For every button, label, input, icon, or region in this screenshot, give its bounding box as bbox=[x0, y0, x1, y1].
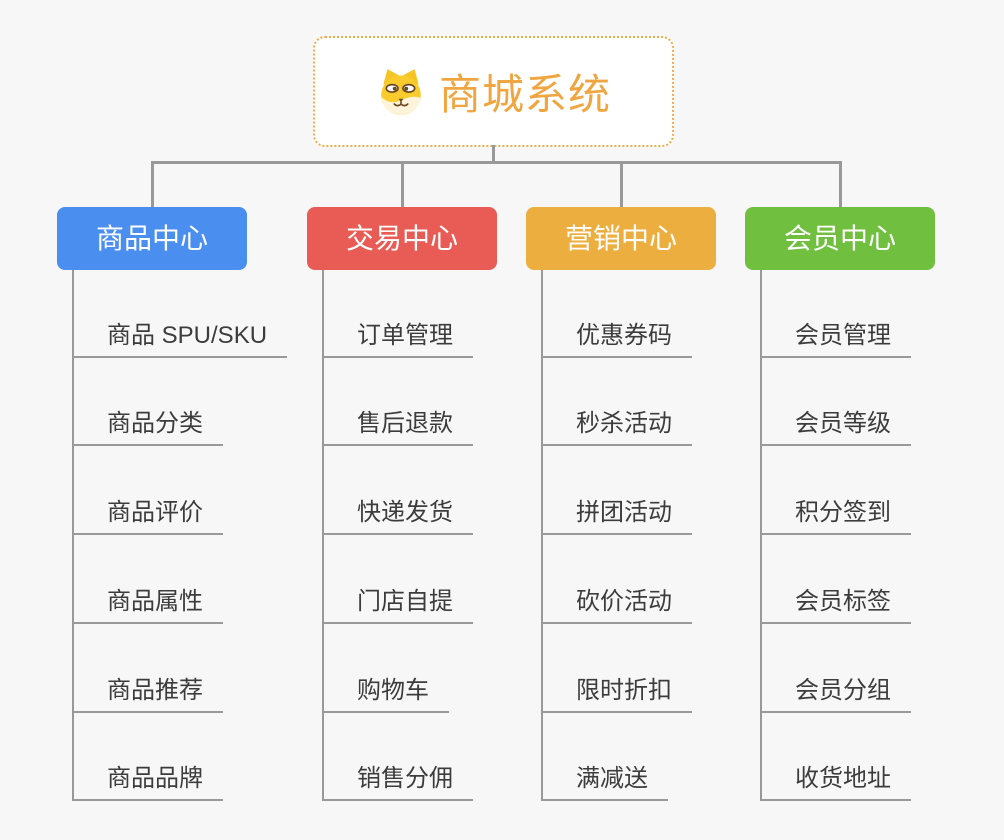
trunk-line-member bbox=[760, 270, 762, 801]
child-node[interactable]: 会员等级 bbox=[761, 411, 911, 446]
dog-face-icon bbox=[381, 68, 421, 115]
child-node[interactable]: 门店自提 bbox=[323, 589, 473, 624]
child-node[interactable]: 商品推荐 bbox=[73, 678, 223, 713]
trunk-line-marketing bbox=[541, 270, 543, 801]
child-node[interactable]: 拼团活动 bbox=[542, 500, 692, 535]
child-node[interactable]: 优惠券码 bbox=[542, 323, 692, 358]
connector-stub-marketing bbox=[620, 161, 623, 208]
child-node[interactable]: 会员管理 bbox=[761, 323, 911, 358]
child-node[interactable]: 商品品牌 bbox=[73, 766, 223, 801]
root-node[interactable]: 商城系统 bbox=[313, 36, 674, 147]
child-node[interactable]: 购物车 bbox=[323, 678, 449, 713]
trunk-line-product bbox=[72, 270, 74, 801]
child-node[interactable]: 会员分组 bbox=[761, 678, 911, 713]
child-node[interactable]: 订单管理 bbox=[323, 323, 473, 358]
branch-node-product[interactable]: 商品中心 bbox=[57, 207, 247, 270]
trunk-line-trade bbox=[322, 270, 324, 801]
root-title: 商城系统 bbox=[438, 71, 611, 118]
child-node[interactable]: 快递发货 bbox=[323, 500, 473, 535]
child-node[interactable]: 商品评价 bbox=[73, 500, 223, 535]
branch-node-member[interactable]: 会员中心 bbox=[745, 207, 935, 270]
child-node[interactable]: 积分签到 bbox=[761, 500, 911, 535]
connector-root-stem bbox=[492, 145, 495, 164]
child-node[interactable]: 会员标签 bbox=[761, 589, 911, 624]
branch-node-trade[interactable]: 交易中心 bbox=[307, 207, 497, 270]
child-node[interactable]: 商品属性 bbox=[73, 589, 223, 624]
child-node[interactable]: 售后退款 bbox=[323, 411, 473, 446]
connector-stub-trade bbox=[401, 161, 404, 208]
child-node[interactable]: 秒杀活动 bbox=[542, 411, 692, 446]
branch-node-marketing[interactable]: 营销中心 bbox=[526, 207, 716, 270]
child-node[interactable]: 限时折扣 bbox=[542, 678, 692, 713]
child-node[interactable]: 收货地址 bbox=[761, 766, 911, 801]
connector-stub-member bbox=[839, 161, 842, 208]
connector-horizontal-bar bbox=[151, 161, 842, 164]
child-node[interactable]: 商品 SPU/SKU bbox=[73, 323, 288, 358]
child-node[interactable]: 商品分类 bbox=[73, 411, 223, 446]
child-node[interactable]: 满减送 bbox=[542, 766, 668, 801]
child-node[interactable]: 销售分佣 bbox=[323, 766, 473, 801]
connector-stub-product bbox=[151, 161, 154, 208]
child-node[interactable]: 砍价活动 bbox=[542, 589, 692, 624]
